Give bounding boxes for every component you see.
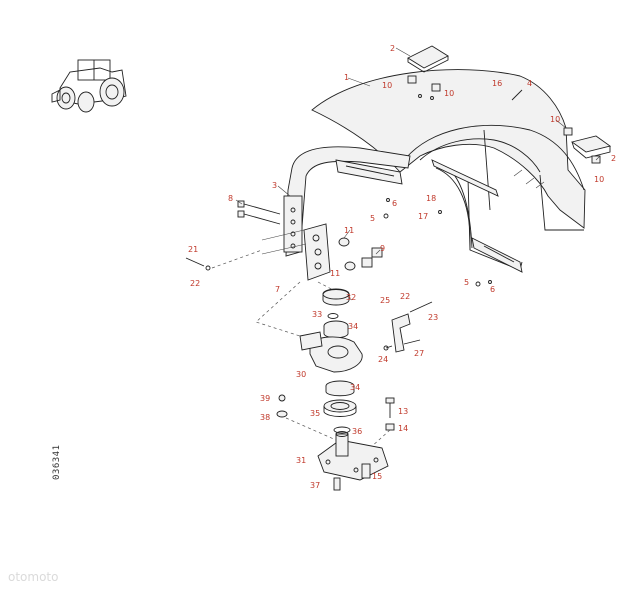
part-label: 22 [190, 279, 200, 288]
fender-body [311, 69, 586, 271]
part-label: 6 [490, 285, 495, 294]
part-label: 11 [330, 269, 340, 278]
part-label: 8 [228, 194, 233, 203]
mounting-plate [261, 223, 331, 281]
part-label: 32 [346, 293, 356, 302]
swivel-housing [299, 331, 363, 373]
part-label: 10 [444, 89, 454, 98]
document-id: 036341 [52, 440, 82, 480]
part-label: 17 [418, 212, 428, 221]
cap-32 [322, 288, 350, 306]
pin-37 [333, 477, 341, 491]
ring-36 [333, 426, 351, 434]
fender-fasteners [185, 75, 601, 287]
stud-15 [361, 463, 371, 479]
part-label: 9 [380, 244, 385, 253]
base-plate-31 [317, 431, 389, 481]
part-label: 2 [611, 154, 616, 163]
washers-nuts [338, 237, 383, 271]
fender-top-bracket [407, 45, 449, 73]
part-label: 2 [390, 44, 395, 53]
part-label: 5 [464, 278, 469, 287]
part-label: 15 [372, 472, 382, 481]
part-label: 23 [428, 313, 438, 322]
part-labels: 1 2 2 3 4 5 5 6 6 7 8 9 10 10 10 10 11 1… [188, 44, 616, 490]
part-label: 31 [296, 456, 306, 465]
watermark: otomoto [8, 570, 59, 584]
fender-rail [431, 159, 523, 273]
part-label: 7 [275, 285, 280, 294]
part-label: 10 [382, 81, 392, 90]
part-label: 27 [414, 349, 424, 358]
part-label: 10 [594, 175, 604, 184]
part-label: 25 [380, 296, 390, 305]
bolt-39 [276, 394, 337, 441]
leader-lines [235, 47, 601, 255]
part-label: 39 [260, 394, 270, 403]
bearing-34-bottom [325, 380, 355, 397]
bolt-13 [369, 397, 395, 449]
part-label: 18 [426, 194, 436, 203]
tractor-thumbnail [51, 59, 127, 113]
part-label: 6 [392, 199, 397, 208]
part-label: 36 [352, 427, 362, 436]
ring-33 [327, 313, 339, 319]
bearing-34-top [323, 320, 349, 339]
part-label: 34 [348, 322, 358, 331]
part-label: 22 [400, 292, 410, 301]
part-label: 38 [260, 413, 270, 422]
part-label: 34 [350, 383, 360, 392]
part-label: 16 [492, 79, 502, 88]
part-label: 4 [527, 79, 532, 88]
part-label: 5 [370, 214, 375, 223]
part-label: 30 [296, 370, 306, 379]
part-label: 3 [272, 181, 277, 190]
part-label: 14 [398, 424, 408, 433]
part-label: 33 [312, 310, 322, 319]
part-label: 37 [310, 481, 320, 490]
part-label: 24 [378, 355, 388, 364]
bolts-8 [237, 200, 281, 225]
part-label: 13 [398, 407, 408, 416]
seal-35 [323, 399, 357, 417]
bracket-25 [383, 301, 433, 353]
part-label: 11 [344, 226, 354, 235]
document-id-text: 036341 [52, 444, 62, 480]
part-label: 10 [550, 115, 560, 124]
part-label: 21 [188, 245, 198, 254]
fender-side-bracket [570, 135, 612, 159]
part-label: 1 [344, 73, 349, 82]
support-arm [283, 146, 411, 257]
part-label: 35 [310, 409, 320, 418]
